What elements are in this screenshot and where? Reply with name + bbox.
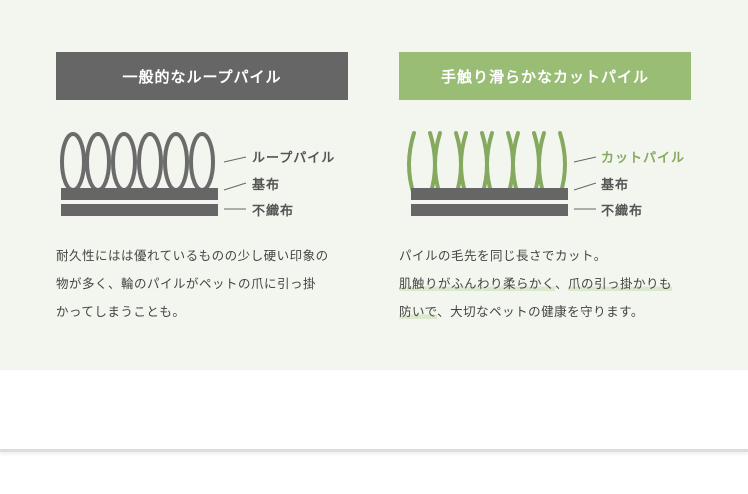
loop-pile-diagram	[60, 132, 247, 216]
nonwoven-label: 不織布	[252, 204, 295, 219]
comparison-panel: 一般的なループパイル 手触り滑らかなカットパイル ループパイル 基布 不織布	[0, 0, 748, 370]
section-divider	[0, 449, 748, 452]
highlight-text: 防いで	[399, 304, 438, 319]
desc-line: 防いで、大切なペットの健康を守ります。	[399, 298, 699, 326]
nonwoven-label: 不織布	[601, 204, 644, 219]
desc-text: 、	[555, 276, 569, 291]
highlight-text: 肌触りがふんわり柔らかく	[399, 276, 556, 291]
cut-pile-heading: 手触り滑らかなカットパイル	[399, 52, 691, 100]
base-fabric-label: 基布	[601, 178, 630, 193]
cut-pile-diagram	[407, 131, 597, 216]
highlight-text: 爪の引っ掛かりも	[568, 276, 673, 291]
loop-pile-heading: 一般的なループパイル	[56, 52, 348, 100]
desc-line: 物が多く、輪のパイルがペットの爪に引っ掛	[56, 276, 317, 291]
desc-line: 耐久性にはは優れているものの少し硬い印象の	[56, 248, 329, 263]
base-fabric-label: 基布	[252, 178, 281, 193]
cut-pile-label: カットパイル	[601, 151, 686, 166]
cut-pile-description: パイルの毛先を同じ長さでカット。 肌触りがふんわり柔らかく、爪の引っ掛かりも 防…	[399, 242, 699, 326]
desc-line: かってしまうことも。	[56, 304, 186, 319]
desc-text: 、大切なペットの健康を守ります。	[437, 304, 644, 319]
desc-line: 肌触りがふんわり柔らかく、爪の引っ掛かりも	[399, 270, 699, 298]
loop-pile-label: ループパイル	[252, 151, 336, 166]
desc-line: パイルの毛先を同じ長さでカット。	[399, 248, 607, 263]
loop-pile-description: 耐久性にはは優れているものの少し硬い印象の 物が多く、輪のパイルがペットの爪に引…	[56, 242, 356, 326]
